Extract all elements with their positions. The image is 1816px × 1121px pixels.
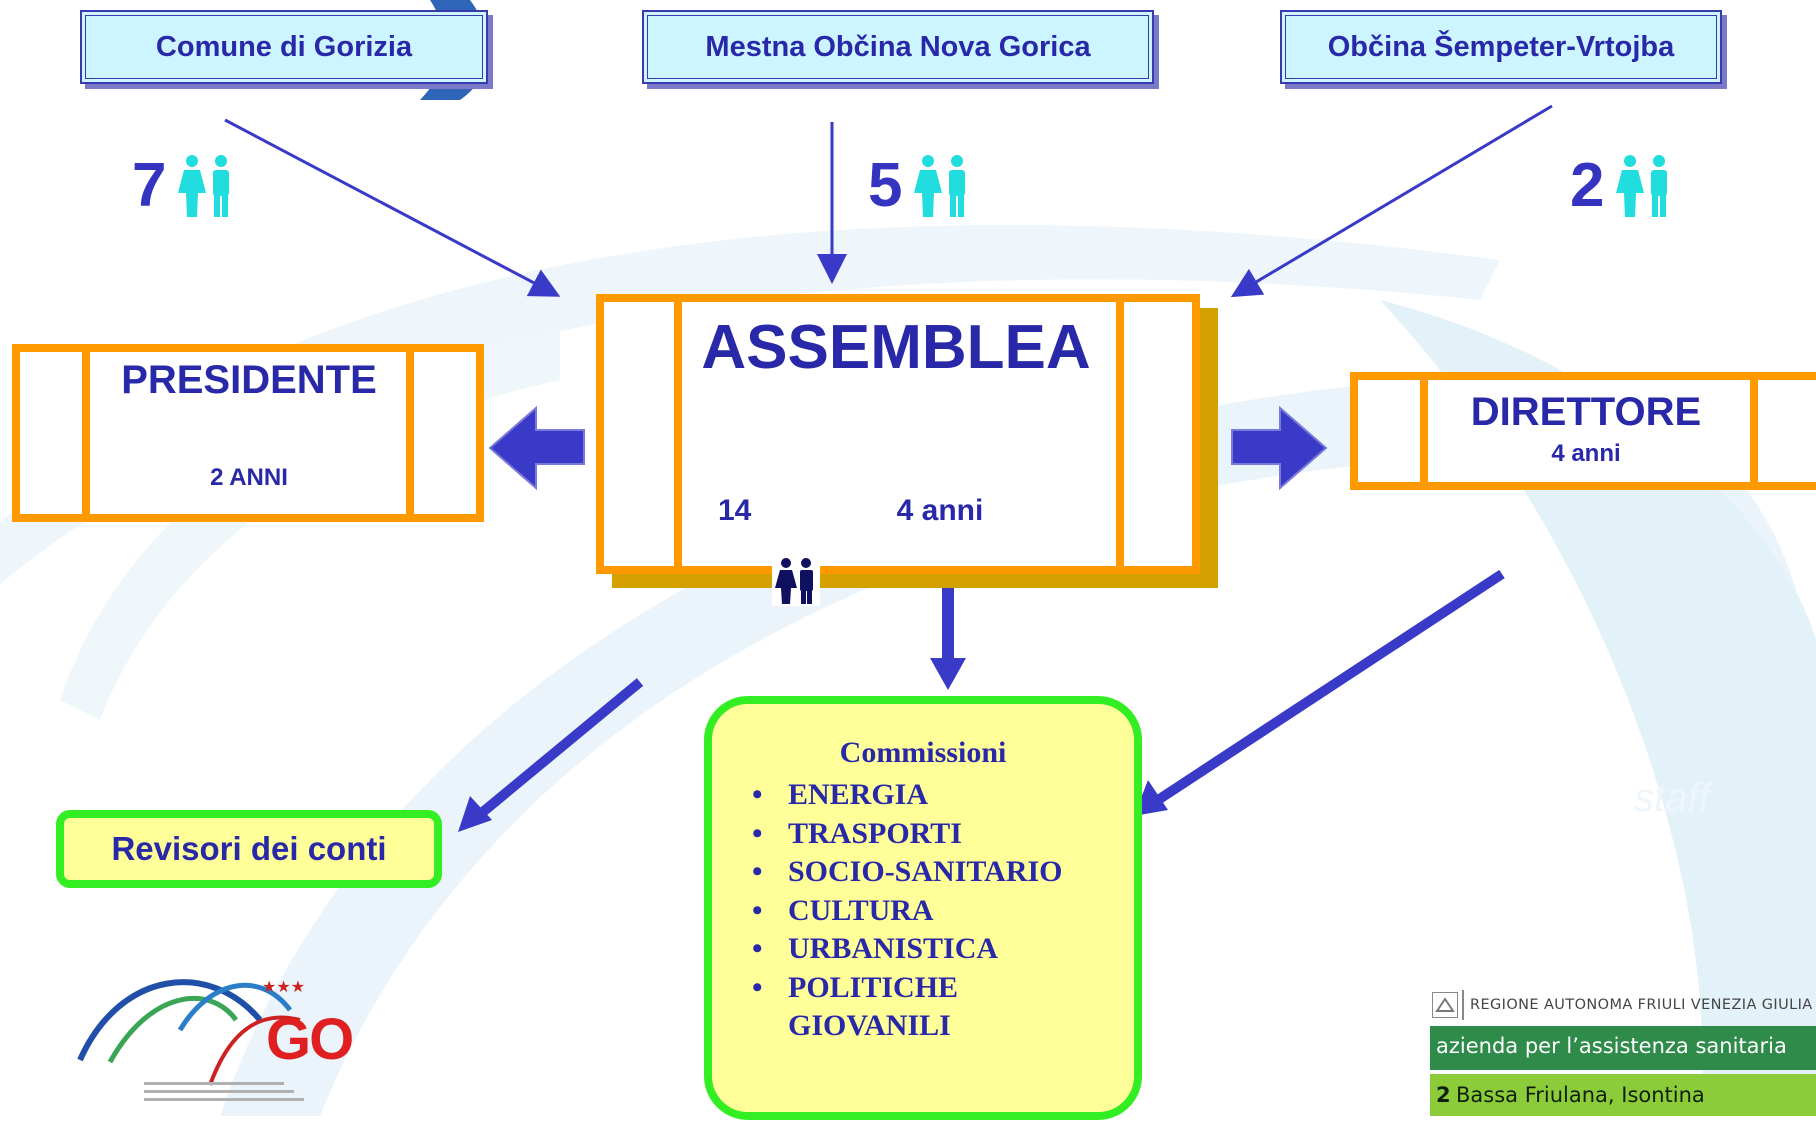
- region-line2-band: azienda per l’assistenza sanitaria: [1430, 1026, 1816, 1070]
- assembly-box: [596, 294, 1200, 574]
- nova-gorica-count: 5: [868, 151, 903, 220]
- region-line3-number: 2: [1436, 1083, 1451, 1107]
- municipality-gorizia: Comune di Gorizia: [80, 10, 488, 84]
- auditors-label: Revisori dei conti: [111, 830, 387, 867]
- committees-title: Commissioni: [839, 736, 1007, 769]
- committee-item-trasporti: TRASPORTI: [748, 815, 1128, 854]
- president-box: [12, 344, 484, 522]
- assembly-members: 14: [718, 494, 752, 527]
- go-logo-text: GO: [266, 1007, 354, 1072]
- municipality-nova-gorica-label: Mestna Občina Nova Gorica: [705, 30, 1091, 63]
- committee-item-politiche-giovanili: POLITICHE GIOVANILI: [748, 969, 988, 1046]
- municipality-sempeter-label: Občina Šempeter-Vrtojba: [1327, 30, 1675, 63]
- director-term: 4 anni: [1551, 440, 1621, 467]
- sempeter-connector: [1230, 104, 1553, 298]
- region-line3-band: 2 Bassa Friulana, Isontina: [1430, 1074, 1816, 1116]
- committee-item-cultura: CULTURA: [748, 892, 1128, 931]
- president-term: 2 ANNI: [210, 464, 288, 491]
- assembly-people-icon: [772, 556, 820, 606]
- committee-item-urbanistica: URBANISTICA: [748, 930, 1128, 969]
- staff-label: staff: [1634, 776, 1710, 820]
- auditors-arrow: [474, 678, 644, 820]
- municipality-gorizia-label: Comune di Gorizia: [155, 30, 413, 63]
- svg-text:★★★: ★★★: [262, 977, 305, 996]
- director-box: [1350, 372, 1816, 490]
- region-crest-icon: [1432, 992, 1458, 1018]
- right-block-arrow: [1231, 405, 1328, 491]
- auditors-box: Revisori dei conti: [56, 810, 442, 888]
- gorizia-delegates: 7: [132, 150, 236, 221]
- people-icon: [178, 153, 236, 219]
- go-logo: ★★★ GO: [60, 950, 380, 1116]
- committee-down-arrow: [942, 588, 954, 660]
- municipality-sempeter: Občina Šempeter-Vrtojba: [1280, 10, 1722, 84]
- president-title: PRESIDENTE: [121, 358, 377, 402]
- assembly-title: ASSEMBLEA: [701, 313, 1091, 382]
- region-line3: Bassa Friulana, Isontina: [1456, 1083, 1705, 1107]
- committee-item-energia: ENERGIA: [748, 776, 1128, 815]
- people-icon: [1616, 153, 1674, 219]
- region-line2: azienda per l’assistenza sanitaria: [1436, 1034, 1787, 1058]
- director-committee-arrow: [1155, 569, 1505, 805]
- gorizia-connector: [224, 118, 561, 297]
- region-logo: REGIONE AUTONOMA FRIULI VENEZIA GIULIA a…: [1430, 990, 1816, 1116]
- assembly-term: 4 anni: [896, 494, 984, 527]
- director-title: DIRETTORE: [1470, 390, 1702, 434]
- left-block-arrow: [488, 405, 585, 491]
- sempeter-count: 2: [1570, 151, 1605, 220]
- committee-item-socio-sanitario: SOCIO-SANITARIO: [748, 853, 1128, 892]
- committees-box: Commissioni ENERGIA TRASPORTI SOCIO-SANI…: [704, 696, 1142, 1120]
- gorizia-count: 7: [132, 151, 167, 220]
- nova-gorica-delegates: 5: [868, 150, 972, 221]
- committees-list: ENERGIA TRASPORTI SOCIO-SANITARIO CULTUR…: [748, 776, 1128, 1046]
- people-icon: [914, 153, 972, 219]
- municipality-nova-gorica: Mestna Občina Nova Gorica: [642, 10, 1154, 84]
- sempeter-delegates: 2: [1570, 150, 1674, 221]
- region-line1: REGIONE AUTONOMA FRIULI VENEZIA GIULIA: [1470, 997, 1813, 1013]
